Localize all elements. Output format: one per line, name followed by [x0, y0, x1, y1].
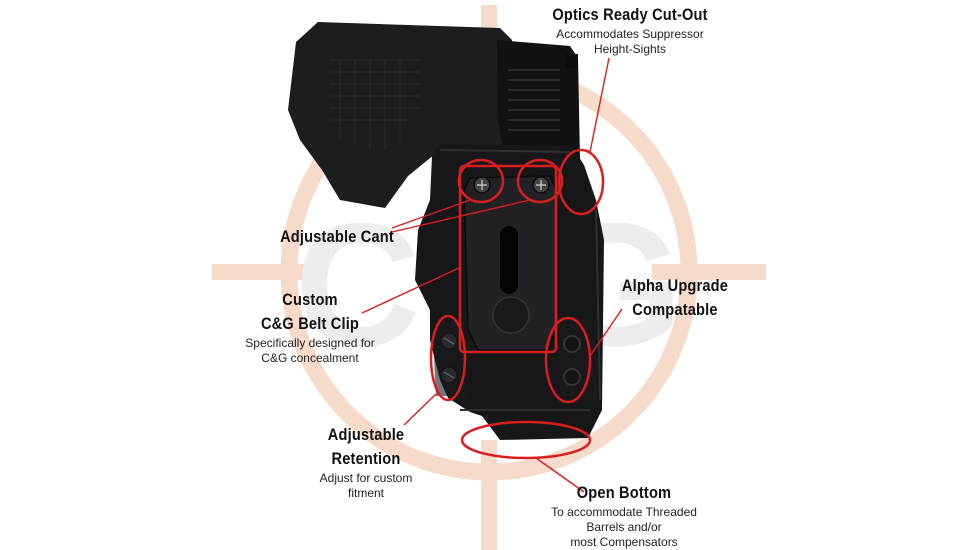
callout-highlights [429, 148, 605, 460]
cant-leader-left [391, 199, 471, 229]
belt-clip-leader [361, 267, 460, 314]
retention-line1: Adjust for custom [319, 471, 413, 485]
open-bottom-line1: To accommodate Threaded [551, 505, 697, 519]
holster [415, 144, 604, 440]
alpha-callout: Alpha Upgrade Compatable [600, 274, 750, 322]
optics-line1: Accommodates Suppressor [556, 27, 704, 41]
retention-title-line1: Adjustable [327, 425, 405, 444]
optics-line2: Height-Sights [593, 42, 667, 56]
cant-callout: Adjustable Cant [262, 225, 412, 249]
pistol [288, 22, 580, 208]
open-bottom-callout: Open Bottom To accommodate Threaded Barr… [540, 481, 708, 550]
belt-clip-line2: C&G concealment [261, 351, 359, 365]
open-bottom-highlight [460, 420, 592, 460]
rear-sight [566, 54, 578, 68]
retention-callout: Adjustable Retention Adjust for custom f… [296, 423, 436, 501]
alpha-leader [589, 308, 623, 357]
retention-highlight [429, 314, 467, 402]
alpha-title-line1: Alpha Upgrade [621, 276, 729, 295]
retention-leader [403, 393, 437, 426]
retention-title-line2: Retention [331, 449, 401, 468]
cant-title: Adjustable Cant [280, 227, 394, 246]
leader-lines [361, 57, 623, 493]
optics-highlight [557, 148, 605, 216]
cant-highlight-right [516, 158, 564, 204]
clip-badge [492, 296, 530, 334]
belt-clip-slot [500, 226, 518, 294]
alpha-title-line2: Compatable [632, 300, 718, 319]
belt-clip-highlight [458, 164, 558, 354]
belt-clip-title-line1: Custom [282, 290, 338, 309]
open-bottom-leader [535, 457, 585, 493]
belt-clip-line1: Specifically designed for [245, 336, 375, 350]
open-bottom-line2: Barrels and/or [586, 520, 662, 534]
optics-leader [589, 57, 610, 153]
cant-leader-right [391, 199, 531, 233]
alpha-highlight [544, 316, 592, 404]
open-bottom-title: Open Bottom [576, 483, 672, 502]
belt-clip-title-line2: C&G Belt Clip [260, 314, 360, 333]
optics-callout: Optics Ready Cut-Out Accommodates Suppre… [525, 3, 735, 57]
optics-title: Optics Ready Cut-Out [552, 5, 708, 24]
belt-clip-callout: Custom C&G Belt Clip Specifically design… [230, 288, 390, 366]
grip-texture [330, 59, 420, 150]
holster-highlight [439, 149, 601, 411]
open-bottom-line3: most Compensators [570, 535, 678, 549]
slide-serrations [508, 69, 560, 131]
right-wing [556, 318, 598, 400]
retention-line2: fitment [347, 486, 384, 500]
